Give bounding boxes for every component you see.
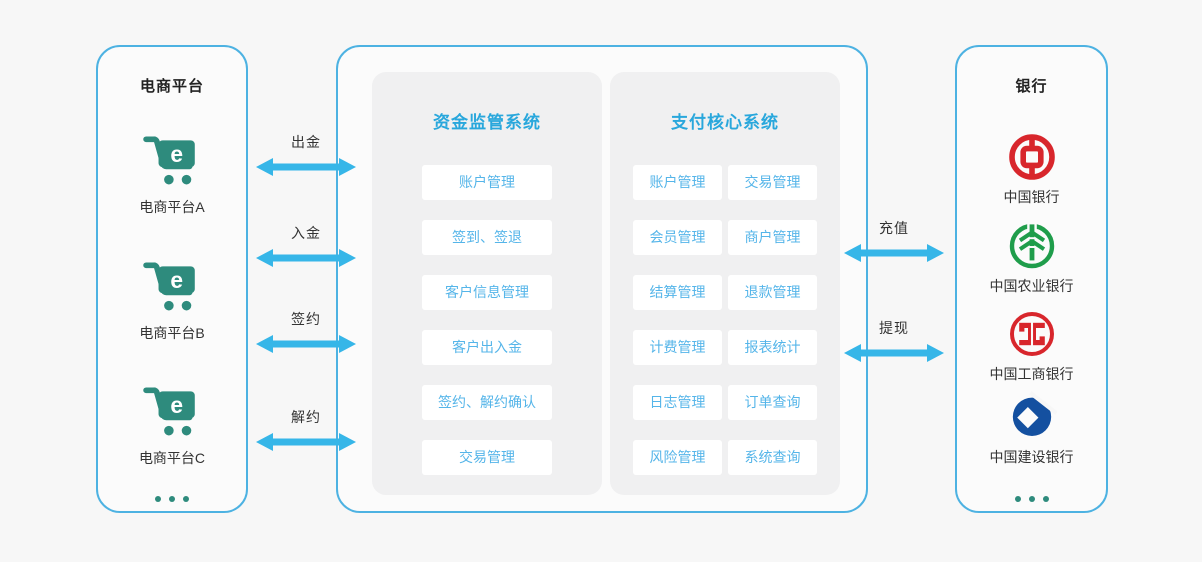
flow-label: 充值	[879, 220, 909, 236]
ccb-logo-icon	[1012, 391, 1057, 436]
fund-supervision-title: 资金监管系统	[433, 113, 541, 132]
icbc-logo-icon	[1009, 312, 1054, 356]
bank-label: 中国银行	[1003, 189, 1060, 205]
bank-label: 中国建设银行	[989, 449, 1074, 465]
ecommerce-panel-title: 电商平台	[139, 78, 204, 95]
systems-panel: 资金监管系统 账户管理 签到、签退 客户信息管理 客户出入金 签约、解约确认 交…	[336, 45, 868, 513]
module-card: 系统查询	[728, 440, 817, 475]
bank-of-china-logo-icon	[1008, 134, 1055, 180]
module-card: 签约、解约确认	[422, 385, 552, 420]
double-arrow-icon	[256, 433, 356, 451]
shopping-cart-icon: e	[143, 387, 195, 436]
flow-deposit-funds: 入金	[256, 224, 356, 268]
flow-label: 签约	[291, 311, 321, 327]
flow-sign-contract: 签约	[256, 310, 356, 354]
payment-core-box: 支付核心系统 账户管理 交易管理 会员管理 商户管理 结算管理 退款管理 计费管…	[610, 72, 840, 495]
flow-terminate-contract: 解约	[256, 408, 356, 452]
module-card: 日志管理	[633, 385, 722, 420]
platform-label: 电商平台C	[138, 450, 206, 466]
flow-cash-out: 提现	[844, 319, 944, 363]
double-arrow-icon	[844, 344, 944, 362]
payment-core-modules: 账户管理 交易管理 会员管理 商户管理 结算管理 退款管理 计费管理 报表统计 …	[633, 165, 817, 475]
module-card: 计费管理	[633, 330, 722, 365]
module-card: 签到、签退	[422, 220, 552, 255]
shopping-cart-icon: e	[143, 136, 195, 185]
platform-item-c: e 电商平台C	[98, 384, 246, 468]
module-card: 交易管理	[422, 440, 552, 475]
flow-recharge: 充值	[844, 219, 944, 263]
module-card: 账户管理	[422, 165, 552, 200]
module-card: 客户信息管理	[422, 275, 552, 310]
bank-panel-title: 银行	[1015, 78, 1048, 95]
module-card: 交易管理	[728, 165, 817, 200]
ellipsis-icon	[98, 496, 246, 502]
double-arrow-icon	[256, 335, 356, 353]
flow-label: 出金	[291, 134, 321, 150]
flow-label: 提现	[879, 320, 909, 336]
flow-label: 入金	[291, 225, 321, 241]
platform-label: 电商平台B	[139, 325, 205, 341]
payment-core-title: 支付核心系统	[671, 113, 779, 132]
double-arrow-icon	[256, 158, 356, 176]
bank-item-icbc: 中国工商银行	[957, 310, 1106, 384]
bank-label: 中国农业银行	[989, 278, 1074, 294]
module-card: 退款管理	[728, 275, 817, 310]
module-card: 订单查询	[728, 385, 817, 420]
svg-text:e: e	[170, 141, 183, 167]
agricultural-bank-logo-icon	[1009, 222, 1054, 269]
fund-supervision-box: 资金监管系统 账户管理 签到、签退 客户信息管理 客户出入金 签约、解约确认 交…	[372, 72, 602, 495]
module-card: 商户管理	[728, 220, 817, 255]
svg-text:e: e	[170, 392, 183, 418]
bank-item-boc: 中国银行	[957, 133, 1106, 207]
platform-item-b: e 电商平台B	[98, 259, 246, 343]
bank-panel: 银行 中国银行 中国农业银行	[955, 45, 1108, 513]
module-card: 结算管理	[633, 275, 722, 310]
double-arrow-icon	[256, 249, 356, 267]
fund-supervision-modules: 账户管理 签到、签退 客户信息管理 客户出入金 签约、解约确认 交易管理	[372, 165, 602, 475]
flow-label: 解约	[291, 409, 321, 425]
bank-label: 中国工商银行	[989, 366, 1074, 382]
module-card: 客户出入金	[422, 330, 552, 365]
ecommerce-panel: 电商平台 e 电商平台A e 电商平台B	[96, 45, 248, 513]
bank-item-abc: 中国农业银行	[957, 222, 1106, 296]
ellipsis-icon	[957, 496, 1106, 502]
platform-item-a: e 电商平台A	[98, 133, 246, 217]
platform-label: 电商平台A	[139, 199, 205, 215]
flow-withdraw-funds: 出金	[256, 133, 356, 177]
module-card: 会员管理	[633, 220, 722, 255]
bank-item-ccb: 中国建设银行	[957, 391, 1106, 467]
module-card: 账户管理	[633, 165, 722, 200]
module-card: 报表统计	[728, 330, 817, 365]
module-card: 风险管理	[633, 440, 722, 475]
shopping-cart-icon: e	[143, 262, 195, 311]
svg-text:e: e	[170, 267, 183, 293]
double-arrow-icon	[844, 244, 944, 262]
